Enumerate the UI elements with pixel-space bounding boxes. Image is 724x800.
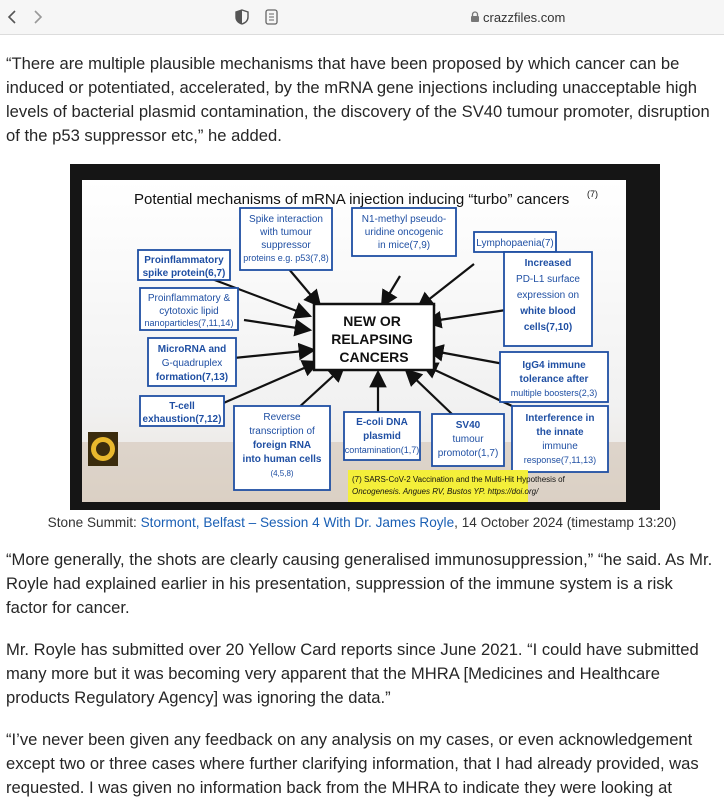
box-cytotoxic xyxy=(139,287,239,331)
article-paragraph-4: “I’ve never been given any feedback on a… xyxy=(6,730,699,797)
figure-caption: Stone Summit: Stormont, Belfast – Sessio… xyxy=(47,515,677,530)
box-igg4 xyxy=(499,351,609,403)
article-paragraph-3: Mr. Royle has submitted over 20 Yellow C… xyxy=(6,640,699,707)
box-n1-methyl xyxy=(351,207,457,257)
chevron-right-icon xyxy=(34,10,43,24)
page-menu-icon[interactable] xyxy=(265,9,279,25)
article-paragraph-1: “There are multiple plausible mechanisms… xyxy=(6,54,710,145)
slide-title-ref: (7) xyxy=(587,189,598,199)
box-interference xyxy=(511,405,609,473)
article-figure: Potential mechanisms of mRNA injection i… xyxy=(70,164,660,510)
svg-text:NEW OR RELAPSING: NEW OR RELAPSING CANCERS xyxy=(331,313,417,365)
box-ecoli xyxy=(343,411,421,461)
lock-icon xyxy=(471,11,479,22)
emblem-logo xyxy=(88,432,118,466)
privacy-shield-button[interactable] xyxy=(230,5,254,29)
svg-text:Proinflammatory &cytotoxic lip: Proinflammatory &cytotoxic lipidnanopart… xyxy=(145,293,234,328)
mechanisms-diagram: Potential mechanisms of mRNA injection i… xyxy=(82,189,626,502)
box-proinflammatory-spike xyxy=(137,249,231,281)
url-text: crazzfiles.com xyxy=(483,10,566,25)
address-bar[interactable]: crazzfiles.com xyxy=(265,4,715,30)
shield-icon xyxy=(235,9,249,25)
center-box xyxy=(312,302,436,372)
reference-box xyxy=(348,470,528,502)
article-paragraph-2: “More generally, the shots are clearly c… xyxy=(6,550,713,617)
box-sv40 xyxy=(431,413,505,467)
session-link[interactable]: Stormont, Belfast – Session 4 With Dr. J… xyxy=(140,515,455,530)
forward-button[interactable] xyxy=(26,5,50,29)
svg-text:Lymphopaenia(7): Lymphopaenia(7) xyxy=(476,238,553,249)
browser-toolbar: crazzfiles.com xyxy=(0,0,724,35)
svg-text:(7) SARS-CoV-2 Vaccination and: (7) SARS-CoV-2 Vaccination and the Multi… xyxy=(352,475,567,496)
box-pdl1 xyxy=(503,251,593,347)
box-spike-interaction xyxy=(239,207,333,271)
box-tcell xyxy=(139,395,225,427)
box-reverse xyxy=(233,405,331,491)
slide-title: Potential mechanisms of mRNA injection i… xyxy=(134,191,569,208)
presentation-slide: Potential mechanisms of mRNA injection i… xyxy=(82,180,626,502)
chevron-left-icon xyxy=(7,10,16,24)
box-microrna xyxy=(147,337,237,387)
back-button[interactable] xyxy=(0,5,24,29)
